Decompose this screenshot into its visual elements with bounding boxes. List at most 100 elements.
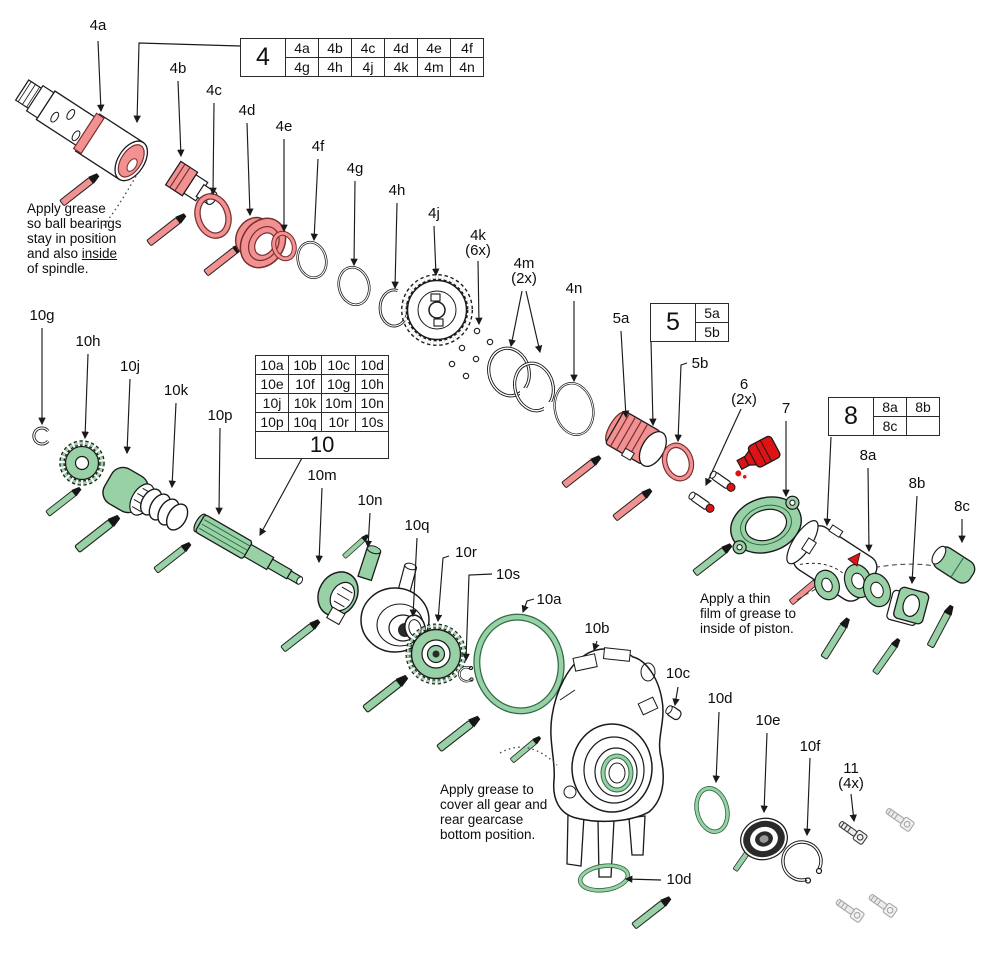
part-label-10j: 10j — [119, 358, 141, 375]
part-label-8a: 8a — [859, 447, 877, 464]
part-label-10b: 10b — [584, 620, 610, 637]
table-8-id: 8 — [828, 397, 874, 436]
table-cell: 10m — [320, 393, 357, 413]
table-cell: 5a — [695, 303, 729, 323]
part-label-4m-qty: (2x) — [511, 270, 537, 287]
oring-10a-drawing — [473, 613, 565, 715]
ring-4f-drawing — [296, 240, 328, 280]
ring-gap — [520, 388, 529, 397]
note-line: Apply a thin — [700, 591, 771, 606]
part-label-10k: 10k — [163, 382, 189, 399]
table-cell: 10r — [320, 412, 357, 432]
part-label-4k-qty: (6x) — [465, 242, 491, 259]
part-label-4m: 4m — [513, 255, 535, 272]
part-label-5b: 5b — [691, 355, 709, 372]
part-label-10p: 10p — [207, 407, 233, 424]
part-label-6: 6 — [739, 376, 749, 393]
note-line: Apply grease to — [440, 782, 534, 797]
note-line: stay in position — [27, 231, 117, 246]
table-cell: 4e — [417, 38, 451, 58]
ring-4n-drawing — [553, 382, 595, 436]
table-cell: 10j — [255, 393, 289, 413]
group-table-4: 4 4a 4b 4c 4d 4e 4f 4g 4h 4j 4k 4m 4n — [240, 38, 484, 77]
table-cell: 4a — [285, 38, 319, 58]
grease-mark — [847, 552, 861, 567]
seal-8b-drawing — [886, 586, 930, 626]
part-label-4d: 4d — [238, 102, 256, 119]
gear-4j-drawing — [401, 274, 473, 346]
note-spindle-grease: Apply grease so ball bearings stay in po… — [27, 201, 122, 276]
part-label-4a: 4a — [89, 17, 107, 34]
ring-4g-drawing — [337, 265, 371, 307]
part-label-10g: 10g — [29, 307, 55, 324]
part-label-4f: 4f — [311, 138, 325, 155]
table-cell: 4n — [450, 57, 484, 77]
part-label-10m: 10m — [307, 467, 337, 484]
part-label-10n: 10n — [357, 492, 383, 509]
spring-10k-drawing — [139, 488, 189, 531]
table-cell: 4b — [318, 38, 352, 58]
part-label-10e: 10e — [755, 712, 781, 729]
table-cell: 10g — [320, 374, 357, 394]
note-line: so ball bearings — [27, 216, 122, 231]
part-label-10d: 10d — [707, 690, 733, 707]
table-cell: 4k — [384, 57, 418, 77]
shaft-10p-drawing — [193, 513, 304, 585]
part-label-10q: 10q — [404, 517, 430, 534]
snap-rings-4m-drawing — [487, 346, 555, 413]
note-line: and also inside — [27, 246, 122, 261]
table-cell: 4j — [351, 57, 385, 77]
part-label-10d-bottom: 10d — [666, 871, 692, 888]
part-label-10c: 10c — [665, 665, 691, 682]
part-label-5a: 5a — [612, 310, 630, 327]
note-line: film of grease to — [700, 606, 797, 621]
gearcase-10b-drawing — [550, 647, 664, 878]
table-cell: 10e — [255, 374, 289, 394]
screws-11-drawing — [833, 805, 916, 924]
table-4-id: 4 — [240, 38, 286, 77]
leader-lines — [38, 40, 966, 883]
pin-10c-drawing — [665, 705, 682, 721]
note-line-segment: and also — [27, 246, 82, 261]
table-cell: 4f — [450, 38, 484, 58]
part-label-4g: 4g — [346, 160, 364, 177]
part-label-7: 7 — [781, 400, 791, 417]
table-cell: 10f — [288, 374, 322, 394]
table-cell: 4d — [384, 38, 418, 58]
table-cell — [906, 416, 940, 436]
part-label-11-qty: (4x) — [838, 775, 864, 792]
table-cell: 10h — [355, 374, 390, 394]
note-line-underlined: inside — [81, 246, 118, 261]
part-label-4k: 4k — [470, 227, 486, 244]
part-label-4e: 4e — [275, 118, 293, 135]
oring-4c-drawing — [194, 193, 232, 239]
oring-4e-drawing — [271, 230, 297, 262]
circlip-10s-drawing — [458, 665, 474, 683]
table-cell: 5b — [695, 322, 729, 342]
circlip-4h-drawing — [378, 288, 410, 328]
table-cell: 10p — [255, 412, 289, 432]
table-cell: 4g — [285, 57, 319, 77]
pin-6-drawing — [688, 491, 715, 513]
table-cell: 8b — [906, 397, 940, 417]
pin-6-drawing — [709, 470, 736, 492]
oring-10d-bottom-drawing — [577, 863, 631, 893]
group-table-10: 10a 10b 10c 10d 10e 10f 10g 10h 10j 10k … — [254, 355, 390, 459]
roller-8c-drawing — [931, 545, 976, 584]
part-label-10h: 10h — [75, 333, 101, 350]
part-label-4n: 4n — [565, 280, 583, 297]
bearing-10e-drawing — [740, 817, 788, 861]
flange-gasket-7-drawing — [730, 495, 802, 555]
part-label-4b: 4b — [169, 60, 187, 77]
note-line: bottom position. — [440, 827, 536, 842]
note-piston-grease: Apply a thin film of grease to inside of… — [700, 591, 796, 636]
ball-bearings-4k-drawing — [448, 327, 494, 380]
part-label-10a: 10a — [536, 591, 562, 608]
table-5-id: 5 — [650, 303, 696, 342]
circlip-10g-drawing — [32, 426, 50, 446]
oring-5b-drawing — [661, 442, 695, 482]
note-gearcase-grease: Apply grease to cover all gear and rear … — [440, 782, 547, 842]
table-cell: 8a — [873, 397, 907, 417]
